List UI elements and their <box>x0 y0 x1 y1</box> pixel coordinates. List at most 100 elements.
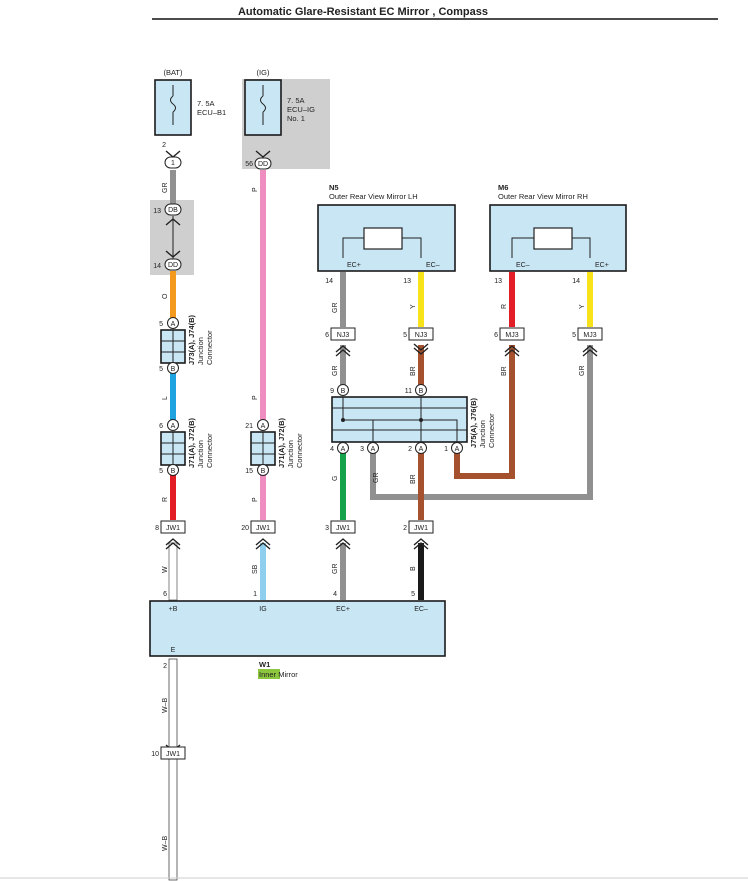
wire-label-gr-low: GR <box>332 564 339 575</box>
svg-text:15: 15 <box>245 468 253 475</box>
svg-text:3: 3 <box>360 446 364 453</box>
wire-label-sb: SB <box>252 564 259 574</box>
svg-text:EC+: EC+ <box>347 262 361 269</box>
wire-label-g: G <box>332 476 339 481</box>
highlight-mark <box>258 669 280 679</box>
junction-j71-left: A 6 B 5 J71(A), J72(B) Junction Connecto… <box>159 417 214 476</box>
svg-text:B: B <box>341 388 346 395</box>
wire-label-gr-mid: GR <box>373 473 380 484</box>
wire-label-w: W <box>162 566 169 573</box>
svg-text:13: 13 <box>494 278 502 285</box>
fuse-bat-pin: 2 <box>162 142 166 149</box>
svg-text:14: 14 <box>325 278 333 285</box>
wires <box>168 170 593 881</box>
jw1-row: 8 JW1 20 JW1 3 JW1 2 JW1 <box>155 520 434 550</box>
svg-text:21: 21 <box>245 423 253 430</box>
wire-label-gr-rh: GR <box>579 366 586 377</box>
jw1-ground-pin: 10 <box>151 751 159 758</box>
mj3-left <box>499 327 525 341</box>
svg-text:A: A <box>455 446 460 453</box>
wire-label-l: L <box>162 396 169 400</box>
svg-text:B: B <box>261 468 266 475</box>
svg-text:JW1: JW1 <box>414 525 428 532</box>
nj3-right <box>408 327 434 341</box>
mirror-element-icon <box>363 227 403 250</box>
nj3-pin-left: 6 <box>325 332 329 339</box>
wire-label-r-rh: R <box>501 304 508 309</box>
svg-text:EC+: EC+ <box>595 262 609 269</box>
wire-br-rh <box>454 345 515 479</box>
bat-connector <box>164 156 182 169</box>
terminal-arrow <box>255 150 271 158</box>
dd-connector-label: DD <box>168 262 178 269</box>
jw1-ground-label: JW1 <box>166 751 180 758</box>
ig-pin: 56 <box>245 161 253 168</box>
wire-wb-1 <box>168 658 178 752</box>
svg-text:5: 5 <box>159 366 163 373</box>
svg-text:J75(A), J76(B): J75(A), J76(B) <box>469 397 478 448</box>
fuse-box-ig <box>244 79 282 136</box>
outer-mirror-rh: M6 Outer Rear View Mirror RH EC– EC+ 13 … <box>489 183 627 285</box>
svg-text:JW1: JW1 <box>166 525 180 532</box>
svg-text:EC–: EC– <box>414 606 428 613</box>
wire-label-p2: P <box>252 395 259 400</box>
svg-text:3: 3 <box>325 525 329 532</box>
fuse-bat-icon <box>170 95 176 113</box>
svg-text:A: A <box>341 446 346 453</box>
svg-text:M6: M6 <box>498 183 508 192</box>
terminal-arrow <box>165 218 181 226</box>
svg-text:J71(A), J72(B): J71(A), J72(B) <box>187 417 196 468</box>
wire-label-y-rh: Y <box>579 304 586 309</box>
svg-text:5: 5 <box>411 591 415 598</box>
svg-text:EC–: EC– <box>426 262 440 269</box>
fuse-ig-icon <box>260 95 266 113</box>
svg-text:Junction: Junction <box>478 420 487 448</box>
fuse-ig-name2: No. 1 <box>287 114 305 123</box>
svg-text:14: 14 <box>572 278 580 285</box>
wire-label-gr-lh: GR <box>332 303 339 314</box>
wire-label-p1: P <box>252 187 259 192</box>
svg-text:B: B <box>171 468 176 475</box>
terminal-arrow <box>582 345 598 357</box>
svg-text:Connector: Connector <box>487 413 496 448</box>
junction-j73: A 5 B 5 J73(A), J74(B) Junction Connecto… <box>159 314 214 374</box>
inner-mirror-w1: 6 1 4 5 +B IG EC+ EC– E 2 W1 Inner Mirro… <box>149 591 446 679</box>
wire-label-y-lh: Y <box>410 304 417 309</box>
db-pin-top: 13 <box>153 208 161 215</box>
svg-text:Connector: Connector <box>295 433 304 468</box>
wire-label-br-mid: BR <box>410 474 417 484</box>
svg-text:5: 5 <box>159 321 163 328</box>
svg-text:1: 1 <box>253 591 257 598</box>
mj3-right <box>577 327 603 341</box>
svg-text:A: A <box>261 423 266 430</box>
mj3-pin-left: 6 <box>494 332 498 339</box>
svg-text:11: 11 <box>405 388 412 395</box>
mj3-left-label: MJ3 <box>505 332 518 339</box>
terminal-arrow <box>165 150 181 158</box>
svg-text:20: 20 <box>241 525 249 532</box>
dd-pin: 14 <box>153 263 161 270</box>
fuse-bat-name: ECU–B1 <box>197 108 226 117</box>
outer-mirror-lh: N5 Outer Rear View Mirror LH EC+ EC– 14 … <box>317 183 456 285</box>
svg-text:5: 5 <box>159 468 163 475</box>
junction-j75: 9 B 11 B A 4 A 3 A 2 A 1 J75(A), J76(B) … <box>330 384 496 454</box>
svg-text:B: B <box>171 366 176 373</box>
svg-text:N5: N5 <box>329 183 339 192</box>
fuse-ig-rating: 7. 5A <box>287 96 305 105</box>
wire-label-gr-lh2: GR <box>332 366 339 377</box>
svg-text:IG: IG <box>259 606 266 613</box>
svg-text:A: A <box>171 423 176 430</box>
svg-text:6: 6 <box>159 423 163 430</box>
svg-text:9: 9 <box>330 388 334 395</box>
wire-gr-rh <box>370 345 593 500</box>
bat-connector-label: 1 <box>171 160 175 167</box>
wire-label-r: R <box>162 497 169 502</box>
nj3-left-label: NJ3 <box>337 332 350 339</box>
svg-text:J71(A), J72(B): J71(A), J72(B) <box>277 417 286 468</box>
fuse-bat-rating: 7. 5A <box>197 99 215 108</box>
svg-text:A: A <box>171 321 176 328</box>
svg-text:EC+: EC+ <box>336 606 350 613</box>
svg-text:Junction: Junction <box>286 440 295 468</box>
svg-text:2: 2 <box>408 446 412 453</box>
